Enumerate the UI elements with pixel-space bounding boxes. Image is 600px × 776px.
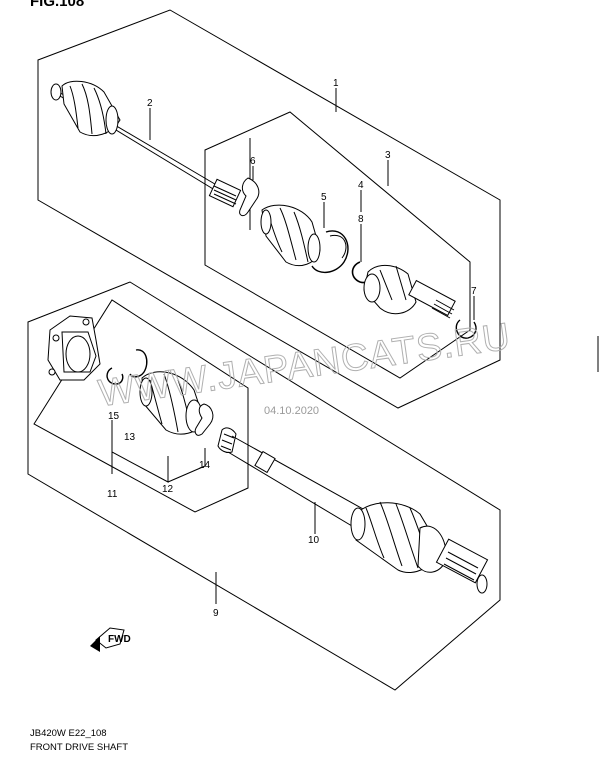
date-stamp: 04.10.2020 (264, 405, 319, 417)
frame-part-3 (204, 111, 471, 379)
ring-15 (106, 367, 124, 385)
band-clamp (311, 230, 349, 273)
fwd-arrow-icon: FWD (90, 627, 131, 652)
callout-9: 9 (213, 608, 219, 619)
circlip-7 (455, 319, 477, 339)
callout-3: 3 (385, 150, 391, 161)
joint-housing-7 (363, 265, 456, 319)
callout-7: 7 (471, 286, 477, 297)
callout-15: 15 (108, 411, 120, 422)
band-13 (129, 349, 148, 378)
clip-6 (239, 177, 260, 217)
shaft-10 (217, 427, 373, 533)
callouts: 1 2 3 4 5 6 7 8 9 10 11 12 13 14 15 (107, 78, 477, 619)
fwd-label: FWD (108, 634, 131, 645)
outer-cv-joint (350, 501, 489, 594)
frame-part-1 (37, 9, 501, 409)
callout-1: 1 (333, 78, 339, 89)
lower-assembly (27, 281, 501, 691)
callout-10: 10 (308, 535, 320, 546)
callout-12: 12 (162, 484, 174, 495)
clip-14 (194, 403, 214, 436)
boot-5 (260, 204, 321, 266)
footer-code: JB420W E22_108 (30, 728, 107, 739)
callout-5: 5 (321, 192, 327, 203)
frame-part-11 (33, 299, 249, 513)
callout-13: 13 (124, 432, 136, 443)
frame-part-9 (27, 281, 501, 691)
shaft-2 (50, 80, 242, 208)
footer-title: FRONT DRIVE SHAFT (30, 742, 128, 753)
callout-2: 2 (147, 98, 153, 109)
callout-14: 14 (199, 460, 211, 471)
callout-11: 11 (107, 489, 118, 500)
callout-6: 6 (250, 156, 256, 167)
inner-joint-housing (47, 315, 101, 381)
callout-4: 4 (358, 180, 364, 191)
callout-8: 8 (358, 214, 364, 225)
figure-title: FIG.108 (30, 0, 84, 10)
upper-assembly (37, 9, 501, 409)
